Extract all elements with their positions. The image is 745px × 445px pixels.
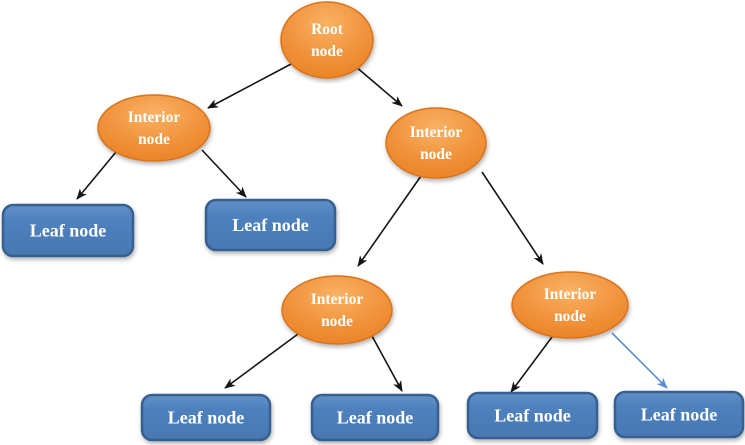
node-leaf-6: Leaf node <box>613 390 745 439</box>
leaf-6-label: Leaf node <box>641 405 718 425</box>
edge-interior-left-to-leaf-1 <box>76 151 117 200</box>
node-leaf-5: Leaf node <box>466 391 599 440</box>
edge-root-to-interior-right <box>354 65 403 107</box>
interior-right-shape <box>385 107 487 179</box>
leaf-5-label: Leaf node <box>494 406 571 426</box>
interior-bottom-right-shape <box>511 271 629 339</box>
edge-interior-right-to-interior-bottom-right <box>481 171 544 265</box>
edge-interior-bottom-left-to-leaf-4 <box>371 335 403 392</box>
edge-interior-bottom-left-to-leaf-3 <box>224 333 299 389</box>
interior-bottom-left-shape <box>281 275 393 345</box>
interior-left-shape <box>97 94 211 162</box>
edge-interior-right-to-interior-bottom-left <box>357 175 422 267</box>
node-leaf-3: Leaf node <box>140 393 272 442</box>
leaf-3-label: Leaf node <box>168 408 245 428</box>
leaf-6-shape <box>613 390 745 439</box>
edge-root-to-interior-left <box>207 62 294 109</box>
edge-interior-bottom-right-to-leaf-6 <box>611 332 668 389</box>
leaf-4-shape <box>310 393 440 442</box>
root-shape <box>280 1 374 79</box>
leaf-3-shape <box>140 393 272 442</box>
node-leaf-1: Leaf node <box>1 203 135 258</box>
leaf-5-shape <box>466 391 599 440</box>
edge-interior-bottom-right-to-leaf-5 <box>510 336 553 393</box>
leaf-4-label: Leaf node <box>337 408 414 428</box>
edge-interior-left-to-leaf-2 <box>201 149 247 198</box>
node-leaf-4: Leaf node <box>310 393 440 442</box>
leaf-1-shape <box>1 203 135 258</box>
node-leaf-2: Leaf node <box>204 198 337 252</box>
leaf-2-shape <box>204 198 337 252</box>
leaf-2-label: Leaf node <box>232 215 309 235</box>
leaf-1-label: Leaf node <box>30 221 107 241</box>
